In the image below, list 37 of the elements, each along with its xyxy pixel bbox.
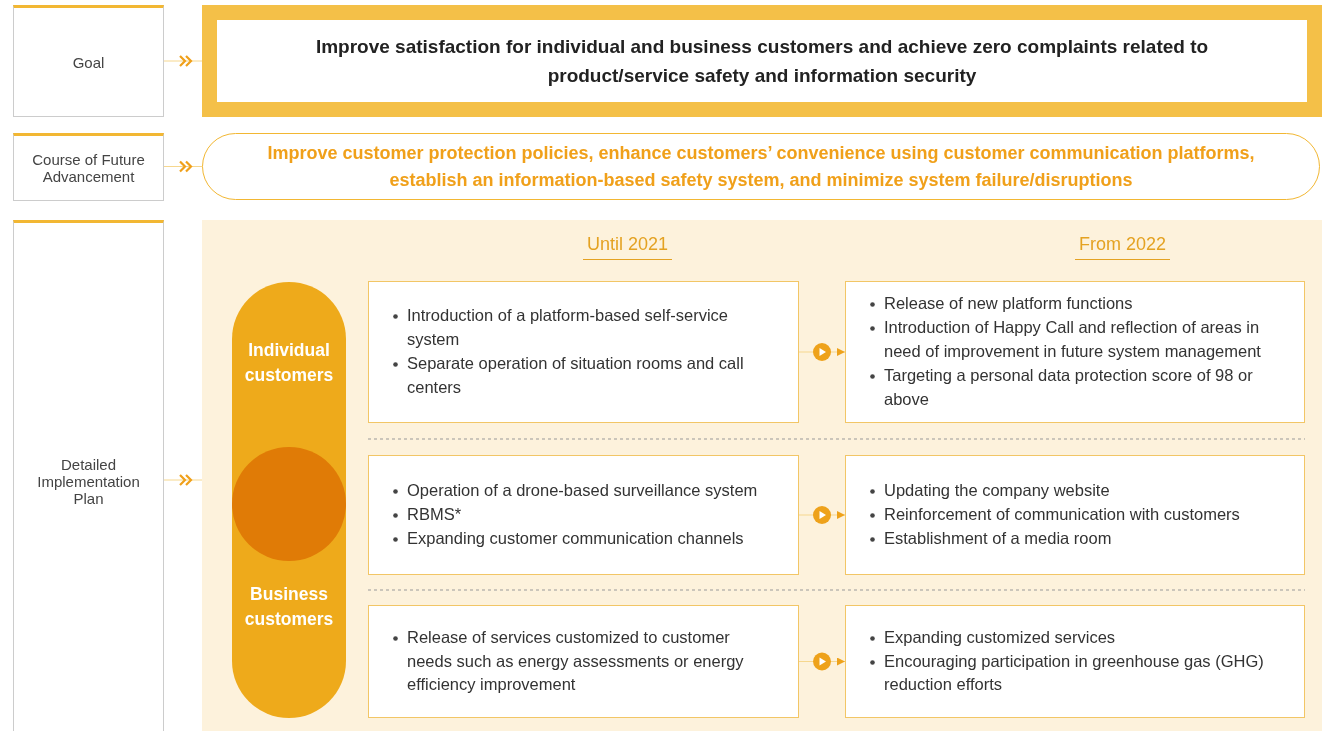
- row-heading-box: [13, 220, 164, 731]
- bullet-item: RBMS*: [407, 505, 462, 524]
- bullet-item: Release of new platform functions: [884, 294, 1133, 313]
- statement-text: Improve satisfaction for individual and business customers and achieve zero complaints related to product/service safety and information security: [314, 34, 1210, 88]
- bullet-item: Introduction of Happy Call and reflection of areas in need of improvement in future system management: [884, 318, 1261, 361]
- bullet-item: Establishment of a media room: [884, 528, 1112, 547]
- plan-box: [845, 281, 1305, 423]
- customer-group-label: Business customers: [243, 583, 335, 631]
- period-heading: From 2022: [1075, 234, 1171, 260]
- bullet-item: Reinforcement of communication with customers: [884, 505, 1240, 524]
- bullet-item: Targeting a personal data protection score of 98 or above: [884, 365, 1253, 408]
- row-heading-box: [13, 133, 164, 201]
- goal-box: [202, 5, 1322, 117]
- play-arrow: [798, 506, 846, 524]
- bullet-item: Expanding customized services: [884, 627, 1116, 646]
- plan-box: [368, 281, 799, 423]
- bullet-item: Updating the company website: [884, 481, 1110, 500]
- plan-box: [368, 455, 799, 575]
- bullet-item: Operation of a drone-based surveillance system: [407, 481, 758, 500]
- row-heading-box: [13, 5, 164, 117]
- row-heading: Course of Future Advancement: [31, 151, 146, 185]
- row-heading: Goal: [72, 53, 105, 71]
- plan-box: [368, 605, 799, 718]
- play-arrow: [798, 343, 846, 361]
- period-heading: Until 2021: [583, 234, 673, 260]
- bullet-item: Release of services customized to customer needs such as energy assessments or energy efficiency improvement: [407, 627, 744, 694]
- play-arrow: [798, 652, 846, 671]
- row-heading: Detailed Implementation Plan: [36, 455, 141, 507]
- bullet-item: Separate operation of situation rooms and call centers: [407, 354, 744, 396]
- bullet-item: Encouraging participation in greenhouse gas (GHG) reduction efforts: [884, 651, 1264, 694]
- plan-panel: [202, 220, 1322, 731]
- statement-text: Improve customer protection policies, enhance customers’ convenience using customer communication platforms, establish an information-based safety system, and minimize system failure/disruptions: [266, 142, 1256, 192]
- customer-group-label: Individual customers: [243, 339, 335, 387]
- plan-box: [845, 455, 1305, 575]
- bullet-item: Expanding customer communication channels: [407, 528, 744, 547]
- bullet-item: Introduction of a platform-based self-service system: [407, 306, 728, 349]
- plan-box: [845, 605, 1305, 718]
